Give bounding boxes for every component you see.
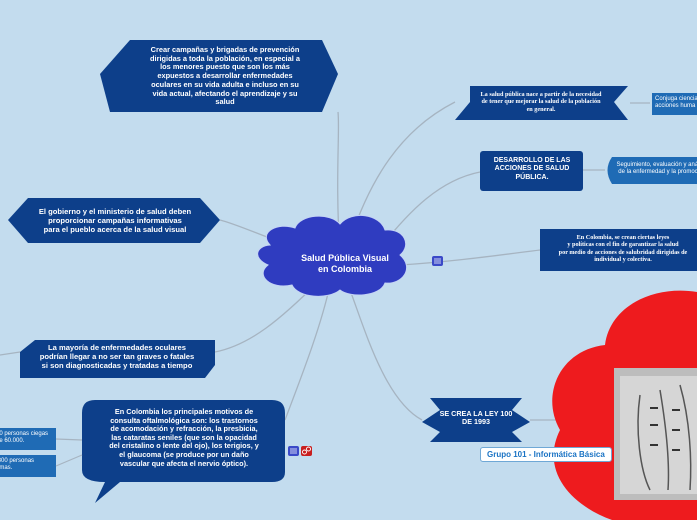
node-government[interactable]: El gobierno y el ministerio de salud deb… <box>22 208 208 235</box>
stat-1[interactable]: 00 personas ciegas de 60.000. <box>0 431 56 445</box>
central-topic[interactable]: Salud Pública Visual en Colombia <box>282 253 408 274</box>
node-campaigns[interactable]: Crear campañas y brigadas de prevención … <box>112 46 338 107</box>
embedded-image <box>614 368 697 500</box>
node-causes[interactable]: En Colombia los principales motivos de c… <box>86 408 282 468</box>
node-law100[interactable]: SE CREA LA LEY 100 DE 1993 <box>428 410 524 427</box>
node-public-health[interactable]: La salud pública nace a partir de la nec… <box>462 91 620 113</box>
node-public-health-sub[interactable]: Conjuga ciencia acciones huma <box>655 96 697 110</box>
node-diseases[interactable]: La mayoría de enfermedades oculares podr… <box>22 344 212 371</box>
node-laws[interactable]: En Colombia, se crean ciertas leyes y po… <box>543 234 697 263</box>
group-label[interactable]: Grupo 101 - Informática Básica <box>480 447 612 462</box>
stat-2[interactable]: .800 personas omas. <box>0 458 56 472</box>
node-development[interactable]: DESARROLLO DE LAS ACCIONES DE SALUD PÚBL… <box>482 157 582 182</box>
node-development-sub[interactable]: Seguimiento, evaluación y anál de la enf… <box>608 162 697 176</box>
